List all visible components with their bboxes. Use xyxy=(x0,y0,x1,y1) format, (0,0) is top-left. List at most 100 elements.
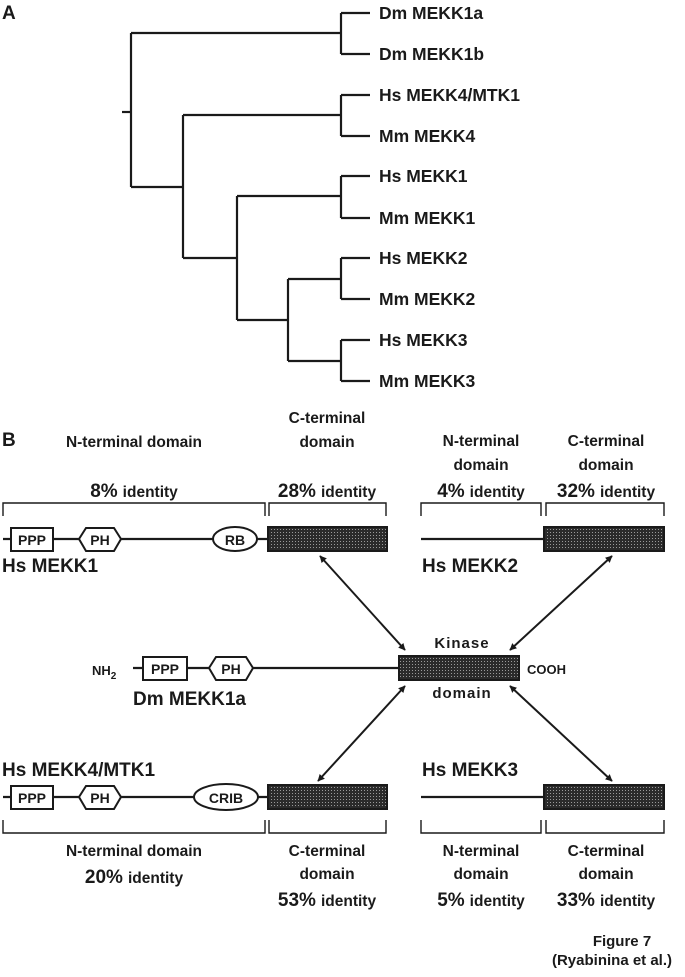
ppp-domain-label: PPP xyxy=(18,790,46,806)
figure-citation: (Ryabinina et al.) xyxy=(552,952,672,969)
kinase-domain xyxy=(267,526,388,552)
n-terminal-header-line2: domain xyxy=(453,866,508,883)
crib-domain-label: CRIB xyxy=(209,790,243,806)
ppp-domain-label: PPP xyxy=(18,532,46,548)
ph-domain-label: PH xyxy=(221,661,240,677)
ph-domain xyxy=(207,656,255,681)
c-terminal-bracket xyxy=(545,820,665,834)
kinase-domain xyxy=(543,784,665,810)
c-terminal-identity: 28% identity xyxy=(278,481,377,502)
n-terminal-header-line1: N-terminal xyxy=(443,843,520,860)
comparison-arrows xyxy=(317,555,613,782)
c-terminal-header-line1: C-terminal xyxy=(568,843,645,860)
c-terminal-identity: 33% identity xyxy=(557,890,656,911)
c-terminal-bracket xyxy=(545,502,665,516)
tree-leaf-label: Mm MEKK3 xyxy=(379,371,476,391)
panel-a-label: A xyxy=(2,3,16,24)
c-terminal-header-line1: C-terminal xyxy=(289,843,366,860)
n-terminal-identity: 8% identity xyxy=(90,481,178,502)
identity-word: identity xyxy=(470,484,525,501)
c-terminal-header-line2: domain xyxy=(299,434,354,451)
tree-leaf-label: Dm MEKK1b xyxy=(379,44,484,64)
tree-leaf-label: Mm MEKK1 xyxy=(379,208,476,228)
tree-leaf-label: Hs MEKK3 xyxy=(379,330,468,350)
kinase-label-top: Kinase xyxy=(434,635,489,652)
n-terminal-bracket xyxy=(420,502,542,516)
figure-number: Figure 7 xyxy=(593,933,651,950)
protein-name: Dm MEKK1a xyxy=(133,689,246,710)
n-terminal-bracket xyxy=(2,502,266,516)
n-terminal-identity: 5% identity xyxy=(437,890,525,911)
phylogenetic-tree: Dm MEKK1a Dm MEKK1b Hs MEKK4/MTK1 Mm MEKK4H… xyxy=(122,3,520,391)
tree-leaf-label: Hs MEKK2 xyxy=(379,248,468,268)
protein-hs-mekk1: N-terminal domain 8%identity C-terminal … xyxy=(2,410,388,577)
identity-word: identity xyxy=(600,484,655,501)
rb-domain-label: RB xyxy=(225,532,245,548)
arrow-mekk3-to-kinase xyxy=(509,685,613,782)
n-terminal-header: N-terminal domain xyxy=(66,843,202,860)
ppp-domain xyxy=(10,785,54,810)
protein-dm-mekk1a: NH2 PPP PH Kinase domain COOH Dm MEKK1a xyxy=(92,635,566,710)
identity-value: 33% xyxy=(557,890,595,911)
ppp-domain xyxy=(10,527,54,552)
identity-value: 20% xyxy=(85,867,123,888)
identity-value: 32% xyxy=(557,481,595,502)
kinase-domain xyxy=(543,526,665,552)
identity-value: 4% xyxy=(437,481,465,502)
n-terminal-identity: 20% identity xyxy=(85,867,184,888)
n-terminal-header: N-terminal domain xyxy=(66,434,202,451)
n-terminal-identity: 4% identity xyxy=(437,481,525,502)
c-terminal-bracket xyxy=(268,820,387,834)
identity-word: identity xyxy=(600,893,655,910)
identity-value: 8% xyxy=(90,481,118,502)
protein-name: Hs MEKK1 xyxy=(2,556,99,577)
ph-domain-label: PH xyxy=(90,790,109,806)
n-terminal-header-line2: domain xyxy=(453,457,508,474)
c-terminal-header-line1: C-terminal xyxy=(289,410,366,427)
tree-leaf-label: Dm MEKK1a xyxy=(379,3,483,23)
identity-word: identity xyxy=(321,484,376,501)
protein-name: Hs MEKK2 xyxy=(422,556,518,577)
tree-leaf-label: Mm MEKK2 xyxy=(379,289,476,309)
n-terminus-label: NH2 xyxy=(92,663,117,682)
identity-word: identity xyxy=(128,870,183,887)
c-terminal-identity: 32% identity xyxy=(557,481,656,502)
protein-hs-mekk3: Hs MEKK3 N-terminal domain 5% identity C-… xyxy=(420,760,665,911)
kinase-label-bottom: domain xyxy=(432,685,491,702)
identity-value: 5% xyxy=(437,890,465,911)
crib-domain xyxy=(193,783,259,811)
c-terminal-header-line2: domain xyxy=(578,457,633,474)
rb-domain xyxy=(212,526,258,552)
identity-value: 28% xyxy=(278,481,316,502)
c-terminal-header-line2: domain xyxy=(578,866,633,883)
n-terminal-bracket xyxy=(420,820,542,834)
tree-leaf-label: Mm MEKK4 xyxy=(379,126,476,146)
ppp-domain xyxy=(142,656,188,681)
c-terminal-header-line1: C-terminal xyxy=(568,433,645,450)
protein-hs-mekk4-mtk1: Hs MEKK4/MTK1 PPP PH CRIB N-terminal dom… xyxy=(2,760,388,911)
c-terminal-identity: 53% identity xyxy=(278,890,377,911)
arrow-mekk4-to-kinase xyxy=(317,685,406,782)
identity-word: identity xyxy=(321,893,376,910)
c-terminal-header-line2: domain xyxy=(299,866,354,883)
identity-word: identity xyxy=(470,893,525,910)
identity-word: identity xyxy=(123,484,178,501)
c-terminus-label: COOH xyxy=(527,662,566,677)
n-terminal-header-line1: N-terminal xyxy=(443,433,520,450)
ph-domain xyxy=(77,527,123,552)
tree-leaf-label: Hs MEKK4/MTK1 xyxy=(379,85,520,105)
ph-domain-label: PH xyxy=(90,532,109,548)
ph-domain xyxy=(77,785,123,810)
kinase-domain xyxy=(398,655,520,681)
tree-leaf-label: Hs MEKK1 xyxy=(379,166,468,186)
kinase-domain xyxy=(267,784,388,810)
protein-name: Hs MEKK3 xyxy=(422,760,518,781)
n-terminal-bracket xyxy=(2,820,266,834)
arrow-mekk1-to-kinase xyxy=(319,555,406,651)
c-terminal-bracket xyxy=(268,502,387,516)
panel-b-label: B xyxy=(2,430,16,451)
protein-hs-mekk2: N-terminal domain 4%identity C-terminal … xyxy=(420,433,665,577)
ppp-domain-label: PPP xyxy=(151,661,179,677)
identity-value: 53% xyxy=(278,890,316,911)
